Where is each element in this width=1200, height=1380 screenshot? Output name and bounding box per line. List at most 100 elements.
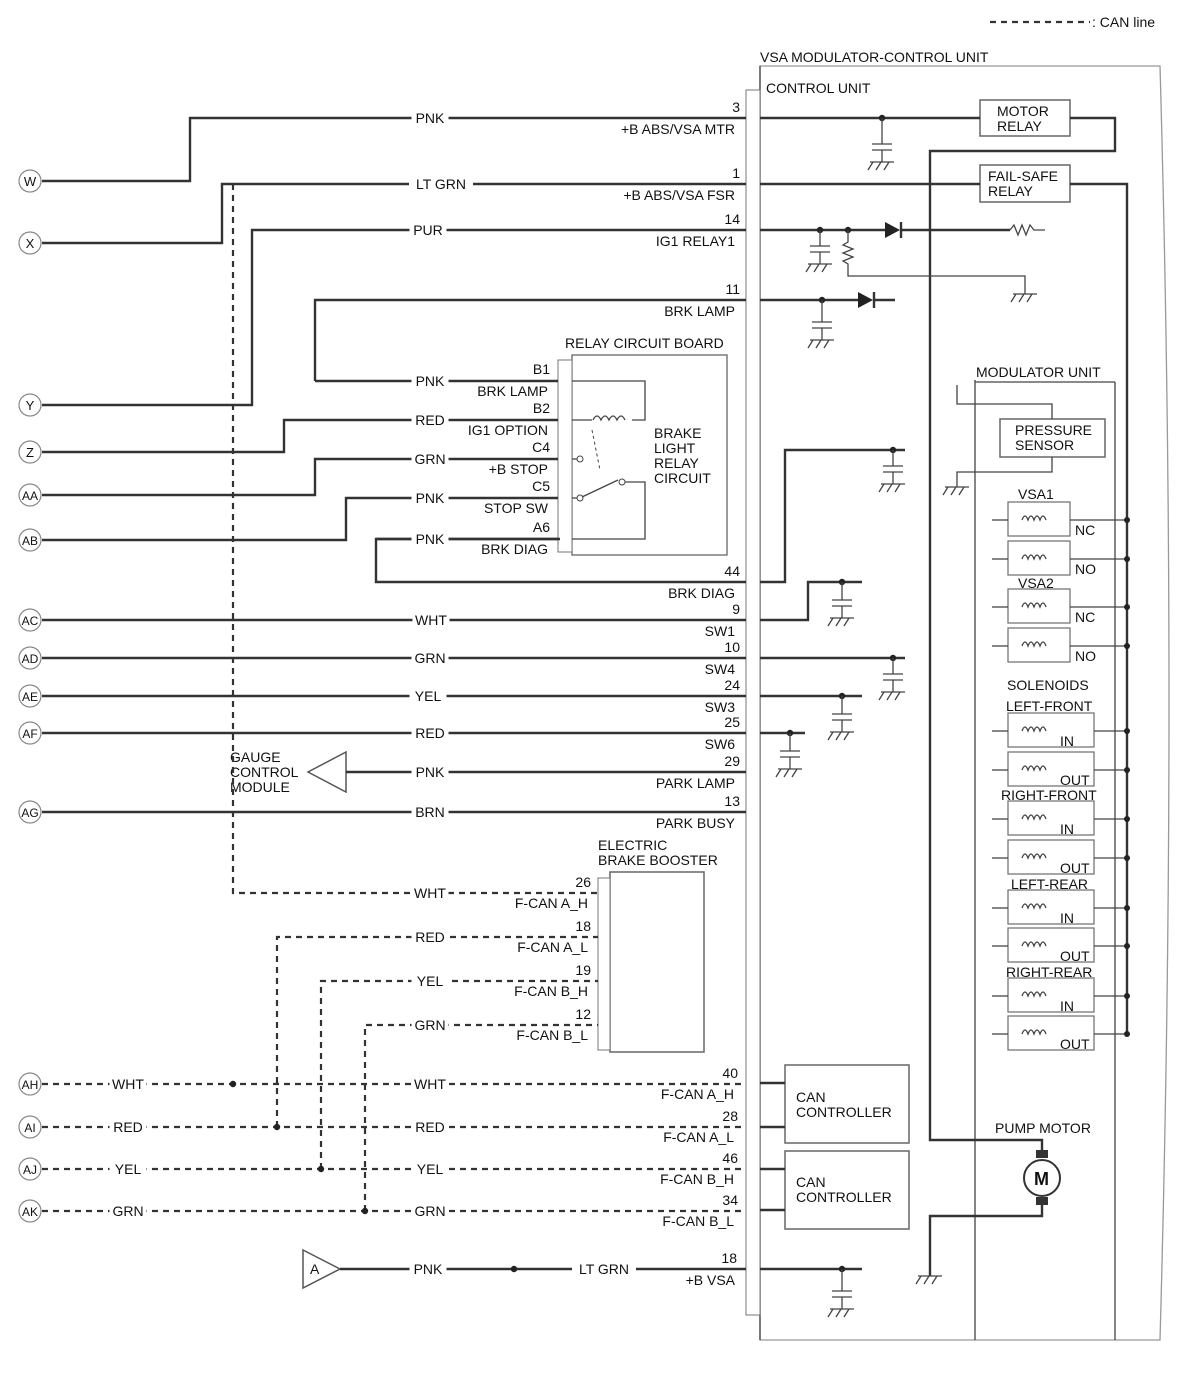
solenoid-winding bbox=[1021, 991, 1047, 998]
can-junction bbox=[273, 1123, 281, 1131]
wire-label-bg bbox=[411, 927, 449, 947]
passive-components bbox=[775, 118, 1037, 1318]
booster-pin-19: 19 bbox=[575, 962, 591, 978]
power-junction bbox=[510, 1265, 518, 1273]
sw1-wire bbox=[760, 580, 862, 622]
solenoid-port-label: NC bbox=[1075, 609, 1095, 625]
wire-label-bg bbox=[411, 802, 449, 822]
booster-pin-26: 26 bbox=[575, 874, 591, 890]
wire-label-bg bbox=[411, 371, 449, 391]
pin-number-1: 1 bbox=[732, 165, 740, 181]
wire-color-label: PUR bbox=[413, 222, 443, 238]
solenoid-junction bbox=[1124, 556, 1130, 562]
wire-color-label: PNK bbox=[416, 764, 445, 780]
wire-pin-3 bbox=[42, 116, 746, 183]
connector-label-af: AF bbox=[22, 727, 37, 741]
wire-color-label: LT GRN bbox=[416, 176, 466, 192]
unit-title: VSA MODULATOR-CONTROL UNIT bbox=[760, 49, 989, 65]
resistor-ig1-pull bbox=[841, 230, 1026, 294]
wire-pin-11 bbox=[313, 298, 746, 381]
motor-relay: MOTOR RELAY bbox=[979, 99, 1071, 137]
ground-hatch bbox=[805, 263, 828, 273]
solenoid-junction bbox=[1124, 816, 1130, 822]
motor-relay-label-2: RELAY bbox=[997, 118, 1043, 134]
connector-label-ab: AB bbox=[22, 534, 38, 548]
solenoid-port-label: OUT bbox=[1060, 948, 1090, 964]
ground-hatch bbox=[827, 1308, 850, 1318]
can-wire-booster-19 bbox=[319, 979, 598, 1169]
solenoid-coil-box bbox=[1007, 627, 1071, 663]
vsa1-label: VSA1 bbox=[1018, 486, 1054, 502]
wire-color-label: GRN bbox=[414, 1203, 445, 1219]
solenoid-port-label: IN bbox=[1060, 821, 1074, 837]
connector-ah bbox=[18, 1072, 42, 1096]
relay-signal-b2: IG1 OPTION bbox=[468, 422, 548, 438]
wire-label-bg bbox=[109, 1117, 147, 1137]
pin-signal-14: IG1 RELAY1 bbox=[656, 233, 735, 249]
wire-label-bg bbox=[411, 1201, 449, 1221]
can-wire-booster-26 bbox=[231, 184, 598, 895]
connector-y bbox=[18, 393, 42, 417]
pump-motor-symbol: M bbox=[1034, 1169, 1049, 1189]
solenoid-group-right-rear: RIGHT-REAR bbox=[1006, 964, 1092, 980]
brk-diag-wire bbox=[760, 448, 905, 584]
solenoid-winding bbox=[1021, 515, 1047, 522]
solenoid-winding bbox=[1021, 554, 1047, 561]
wire-label-bg bbox=[411, 883, 449, 903]
solenoid-coil-box bbox=[1007, 977, 1095, 1013]
connector-label-aa: AA bbox=[22, 489, 38, 503]
legend: : CAN line bbox=[990, 14, 1155, 30]
wire-color-label: YEL bbox=[415, 688, 442, 704]
solenoid-winding bbox=[1021, 726, 1047, 733]
solenoid-coil-box bbox=[1007, 712, 1095, 748]
connector-ab bbox=[18, 528, 42, 552]
wire-relay-c4 bbox=[42, 457, 558, 497]
pin-number-3: 3 bbox=[732, 99, 740, 115]
connector-a-label: A bbox=[310, 1261, 320, 1277]
connector-label-ag: AG bbox=[21, 806, 38, 820]
wire-label-bg bbox=[109, 1074, 147, 1094]
connector-af bbox=[18, 721, 42, 745]
pin-signal-24: SW3 bbox=[705, 699, 736, 715]
power-signal: +B VSA bbox=[686, 1272, 736, 1288]
electric-brake-booster: ELECTRIC BRAKE BOOSTER bbox=[597, 837, 718, 1053]
relay-signal-c5: STOP SW bbox=[484, 500, 549, 516]
can-controller-b-label-2: CONTROLLER bbox=[796, 1189, 892, 1205]
wire-color-label: BRN bbox=[415, 804, 445, 820]
solenoid-port-label: OUT bbox=[1060, 860, 1090, 876]
wire-color-label: GRN bbox=[414, 650, 445, 666]
wire-label-bg bbox=[409, 1259, 447, 1279]
ground-hatch bbox=[878, 483, 901, 493]
failsafe-relay: FAIL-SAFE RELAY bbox=[979, 164, 1071, 203]
connector-aa bbox=[18, 483, 42, 507]
solenoid-coil-box bbox=[1007, 889, 1095, 925]
relay-pin-a6: A6 bbox=[533, 519, 550, 535]
solenoid-port-label: IN bbox=[1060, 910, 1074, 926]
wire-label-bg bbox=[411, 971, 449, 991]
relay-signal-c4: +B STOP bbox=[489, 461, 548, 477]
wire-color-label: WHT bbox=[414, 885, 446, 901]
pin-number-11: 11 bbox=[725, 281, 740, 297]
pin-number-14: 14 bbox=[724, 211, 740, 227]
relay-circuit-label-4: CIRCUIT bbox=[654, 470, 711, 486]
connector-w bbox=[18, 169, 42, 193]
booster-pin-18: 18 bbox=[575, 918, 591, 934]
wire-color-label: RED bbox=[415, 725, 445, 741]
legend-can-line-label: : CAN line bbox=[1092, 14, 1155, 30]
ground-hatch bbox=[878, 691, 901, 701]
wire-label-bg bbox=[572, 1259, 636, 1279]
pin-signal-25: SW6 bbox=[705, 736, 736, 752]
booster-signal-12: F-CAN B_L bbox=[516, 1027, 588, 1043]
wire-label-bg bbox=[411, 648, 449, 668]
ground-hatch bbox=[775, 768, 798, 778]
booster-label-2: BRAKE BOOSTER bbox=[598, 852, 718, 868]
wire-label-bg bbox=[411, 529, 449, 549]
gauge-label-1: GAUGE bbox=[230, 749, 281, 765]
resistor-ig1 bbox=[1009, 223, 1045, 237]
wire-label-bg bbox=[409, 220, 447, 240]
can-controller-a-label-1: CAN bbox=[796, 1089, 826, 1105]
connector-label-ah: AH bbox=[22, 1078, 39, 1092]
solenoid-port-label: NO bbox=[1075, 648, 1096, 664]
